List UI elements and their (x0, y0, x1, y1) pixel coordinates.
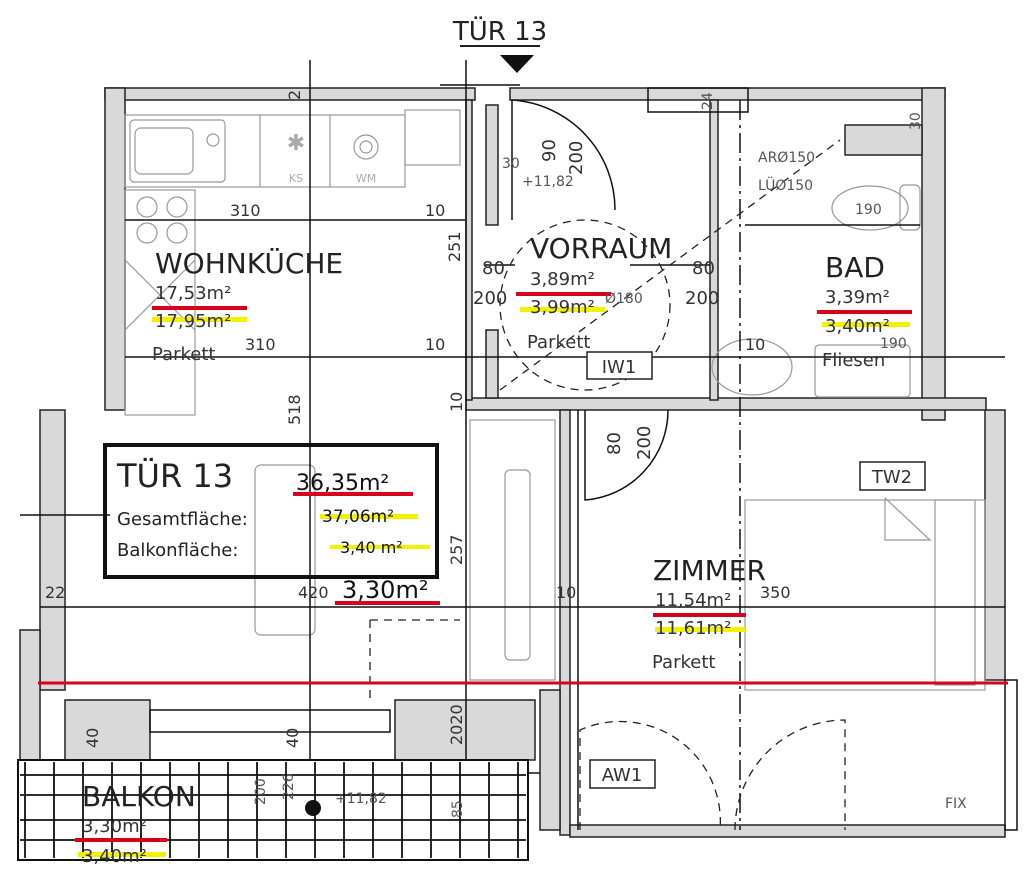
dim: 10 (425, 335, 445, 354)
dim: 190 (855, 202, 882, 218)
red-underline (293, 492, 413, 496)
red-underline (75, 838, 167, 842)
fridge-label: KS (289, 172, 303, 185)
yellow-underline (822, 322, 910, 327)
hall-name: VORRAUM (530, 232, 672, 265)
room-area-old: 11,61m² (655, 618, 731, 639)
ventilation-label: LÜØ150 (758, 176, 813, 194)
tag-aw1: AW1 (602, 765, 643, 786)
hall-area-new: 3,89m² (530, 269, 595, 290)
total-area-label: Gesamtfläche: (117, 509, 248, 530)
hall-level: +11,82 (522, 174, 574, 190)
bath-area-old: 3,40m² (825, 316, 890, 337)
kitchen-floor: Parkett (152, 344, 215, 365)
dim: 10 (425, 201, 445, 220)
dim: 30 (502, 156, 520, 172)
exhaust-label: ARØ150 (758, 150, 815, 166)
room-area-new: 11,54m² (655, 590, 731, 611)
bath-name: BAD (825, 251, 885, 284)
red-underline (817, 310, 912, 314)
total-area-new: 36,35m² (296, 471, 389, 496)
dim: 350 (760, 583, 791, 602)
dim: 10 (447, 392, 466, 412)
dim: 80 (692, 258, 715, 279)
kitchen-area-old: 17,95m² (155, 311, 231, 332)
balcony-area-new: 3,30m² (342, 576, 428, 604)
walls (19, 87, 1006, 838)
fridge-icon: ✱ (287, 131, 305, 156)
dim: 200 (566, 141, 587, 175)
yellow-underline (655, 627, 745, 632)
dim: 226 (281, 773, 297, 800)
tag-tw2-box (859, 461, 926, 491)
dim: 10 (556, 583, 576, 602)
level-marker-icon (305, 800, 321, 816)
dim: 90 (539, 139, 560, 162)
dim: 518 (285, 394, 304, 425)
bath-floor: Fliesen (822, 350, 885, 371)
dim: 80 (482, 258, 505, 279)
red-underline (335, 601, 440, 605)
bath-area-new: 3,39m² (825, 287, 890, 308)
dim: 24 (700, 92, 716, 110)
tag-tw2: TW2 (871, 467, 912, 488)
dim: 30 (908, 112, 924, 130)
balcony-name: BALKON (82, 780, 196, 813)
dim: 310 (230, 201, 261, 220)
dim: 85 (450, 800, 466, 818)
yellow-underline (320, 514, 418, 519)
room-name: ZIMMER (653, 554, 766, 587)
balcony-area-new-label: 3,30m² (82, 816, 147, 837)
dim: 257 (447, 534, 466, 565)
dim: 40 (283, 728, 302, 748)
total-area-old: 37,06m² (322, 507, 394, 527)
balcony-area-old-label: 3,40m² (82, 846, 147, 867)
dim: 2 (285, 90, 304, 100)
balcony-outline (17, 759, 529, 861)
entrance-label: TÜR 13 (452, 15, 547, 47)
dimension-labels: 310 10 310 10 251 518 2 80 200 80 200 90… (45, 90, 924, 818)
hall-area-old: 3,99m² (530, 297, 595, 318)
summary-box: TÜR 13 36,35m² Gesamtfläche: 37,06m² Bal… (103, 443, 439, 579)
yellow-underline (152, 317, 247, 322)
door-swings (369, 99, 846, 831)
dim: 10 (745, 335, 765, 354)
windows (149, 87, 1018, 831)
tag-aw1-box (589, 759, 656, 789)
tag-iw1: IW1 (602, 357, 637, 378)
dim: 80 (604, 432, 625, 455)
balcony-area-label: Balkonfläche: (117, 540, 238, 561)
dim: 22 (45, 583, 65, 602)
dim: 200 (473, 288, 507, 309)
hall-floor: Parkett (527, 332, 590, 353)
balcony-area-old: 3,40 m² (340, 538, 403, 557)
dim: 190 (880, 336, 907, 352)
yellow-underline (78, 852, 166, 857)
entrance-arrow-icon (500, 55, 534, 73)
dim: 200 (634, 426, 655, 460)
dim: 200 (253, 778, 269, 805)
room-floor: Parkett (652, 652, 715, 673)
tag-fix: FIX (945, 796, 967, 812)
washer-label: WM (356, 172, 376, 185)
kitchen-name: WOHNKÜCHE (155, 246, 343, 280)
dim: 200 (685, 288, 719, 309)
furniture (254, 184, 986, 691)
summary-title: TÜR 13 (116, 457, 233, 495)
kitchen-area-new: 17,53m² (155, 283, 231, 304)
dim: 40 (83, 728, 102, 748)
red-underline (152, 306, 247, 310)
red-underline (516, 292, 611, 296)
balcony-level: +11,82 (335, 791, 387, 807)
tag-iw1-box (586, 351, 653, 380)
yellow-underline (330, 545, 430, 549)
turning-circle-label: Ø180 (605, 291, 643, 307)
dim: 2020 (447, 704, 466, 745)
yellow-underline (520, 307, 605, 312)
red-underline (653, 613, 746, 617)
dim: 420 (298, 583, 329, 602)
dim: 310 (245, 335, 276, 354)
dim: 251 (445, 231, 464, 262)
